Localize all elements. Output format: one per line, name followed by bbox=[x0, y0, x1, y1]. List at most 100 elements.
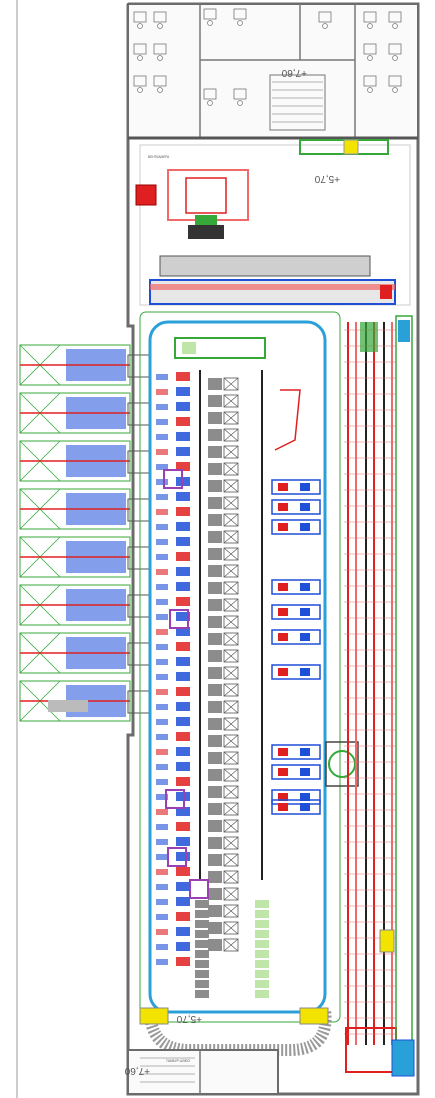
buffer-slot bbox=[223, 700, 239, 714]
office-room-label: ВЕНТКАМЕРА bbox=[148, 155, 170, 159]
workstation-pad bbox=[278, 608, 288, 616]
chair bbox=[237, 100, 243, 106]
buffer-cross bbox=[223, 462, 239, 476]
workstation-pad bbox=[300, 608, 310, 616]
buffer-block-lower bbox=[195, 960, 209, 968]
desk bbox=[133, 75, 147, 87]
yellow-marker bbox=[379, 929, 395, 953]
buffer-block bbox=[208, 701, 222, 713]
chair bbox=[392, 55, 398, 61]
rack-lift bbox=[127, 498, 151, 522]
long-rack-rows bbox=[344, 322, 397, 1073]
buffer-block bbox=[208, 582, 222, 594]
buffer-block bbox=[208, 888, 222, 900]
turntable-frame bbox=[325, 741, 359, 787]
picking-cell-outer bbox=[156, 554, 168, 560]
picking-cell-outer bbox=[156, 824, 168, 830]
workstation bbox=[271, 789, 321, 805]
buffer-block-lower-green bbox=[255, 940, 269, 948]
picking-cell bbox=[176, 612, 190, 621]
buffer-cross bbox=[223, 734, 239, 748]
buffer-cross bbox=[223, 819, 239, 833]
picking-cell bbox=[176, 942, 190, 951]
desk bbox=[153, 75, 167, 87]
buffer-slot bbox=[223, 428, 239, 442]
workstation-pad bbox=[278, 803, 288, 811]
buffer-block bbox=[208, 446, 222, 458]
picking-cell-outer bbox=[156, 779, 168, 785]
picking-cell bbox=[176, 852, 190, 861]
workstation-pad bbox=[278, 748, 288, 756]
building-walls bbox=[126, 2, 420, 1096]
picking-cell bbox=[176, 912, 190, 921]
workstation bbox=[271, 579, 321, 595]
picking-cell bbox=[176, 387, 190, 396]
buffer-cross bbox=[223, 411, 239, 425]
picking-cell-outer bbox=[156, 374, 168, 380]
workstation-pad bbox=[278, 793, 288, 801]
buffer-cross bbox=[223, 564, 239, 578]
picking-cell bbox=[176, 807, 190, 816]
buffer-cross bbox=[223, 768, 239, 782]
buffer-slot bbox=[223, 513, 239, 527]
buffer-slot bbox=[223, 479, 239, 493]
desk bbox=[153, 43, 167, 55]
picking-cell bbox=[176, 762, 190, 771]
rack-lift bbox=[127, 546, 151, 570]
workstation bbox=[271, 664, 321, 680]
picking-cell bbox=[176, 402, 190, 411]
picking-cell bbox=[176, 702, 190, 711]
buffer-cross bbox=[223, 802, 239, 816]
desk bbox=[363, 43, 377, 55]
picking-cell bbox=[176, 672, 190, 681]
buffer-slot bbox=[223, 564, 239, 578]
buffer-cross bbox=[223, 513, 239, 527]
buffer-block bbox=[208, 752, 222, 764]
buffer-block bbox=[208, 837, 222, 849]
workstation bbox=[271, 629, 321, 645]
buffer-cross bbox=[223, 751, 239, 765]
buffer-cross bbox=[223, 649, 239, 663]
buffer-slot bbox=[223, 751, 239, 765]
desk bbox=[133, 11, 147, 23]
rack-pallet bbox=[48, 700, 88, 712]
buffer-block bbox=[208, 616, 222, 628]
desk bbox=[363, 11, 377, 23]
buffer-block bbox=[208, 463, 222, 475]
picking-cell-outer bbox=[156, 959, 168, 965]
picking-cell bbox=[176, 867, 190, 876]
elevation-label-lower: +5,70 bbox=[176, 1013, 202, 1024]
buffer-block bbox=[208, 412, 222, 424]
top-office-block bbox=[127, 3, 419, 140]
buffer-block-lower-green bbox=[255, 910, 269, 918]
rack-lift bbox=[127, 402, 151, 426]
buffer-cross bbox=[223, 479, 239, 493]
buffer-slot bbox=[223, 445, 239, 459]
picking-cell-outer bbox=[156, 449, 168, 455]
lower-loop-bend bbox=[139, 1007, 332, 1056]
buffer-block-lower bbox=[195, 940, 209, 948]
buffer-slot bbox=[223, 462, 239, 476]
buffer-block-lower bbox=[195, 980, 209, 988]
buffer-block-lower-green bbox=[255, 970, 269, 978]
picking-cell-outer bbox=[156, 734, 168, 740]
buffer-slot bbox=[223, 530, 239, 544]
workstation-pad bbox=[278, 503, 288, 511]
buffer-block-lower-green bbox=[255, 900, 269, 908]
buffer-slot bbox=[223, 666, 239, 680]
buffer-block-lower bbox=[195, 930, 209, 938]
picking-cell bbox=[176, 822, 190, 831]
buffer-cross bbox=[223, 632, 239, 646]
buffer-slot bbox=[223, 921, 239, 935]
picking-cell-outer bbox=[156, 929, 168, 935]
buffer-slot bbox=[223, 904, 239, 918]
buffer-slot bbox=[223, 598, 239, 612]
picking-cell-outer bbox=[156, 854, 168, 860]
buffer-cross bbox=[223, 921, 239, 935]
buffer-block-lower bbox=[195, 950, 209, 958]
workstation-pad bbox=[278, 483, 288, 491]
picking-cell-outer bbox=[156, 404, 168, 410]
picking-cell-outer bbox=[156, 899, 168, 905]
buffer-slot bbox=[223, 717, 239, 731]
picking-cell-outer bbox=[156, 689, 168, 695]
